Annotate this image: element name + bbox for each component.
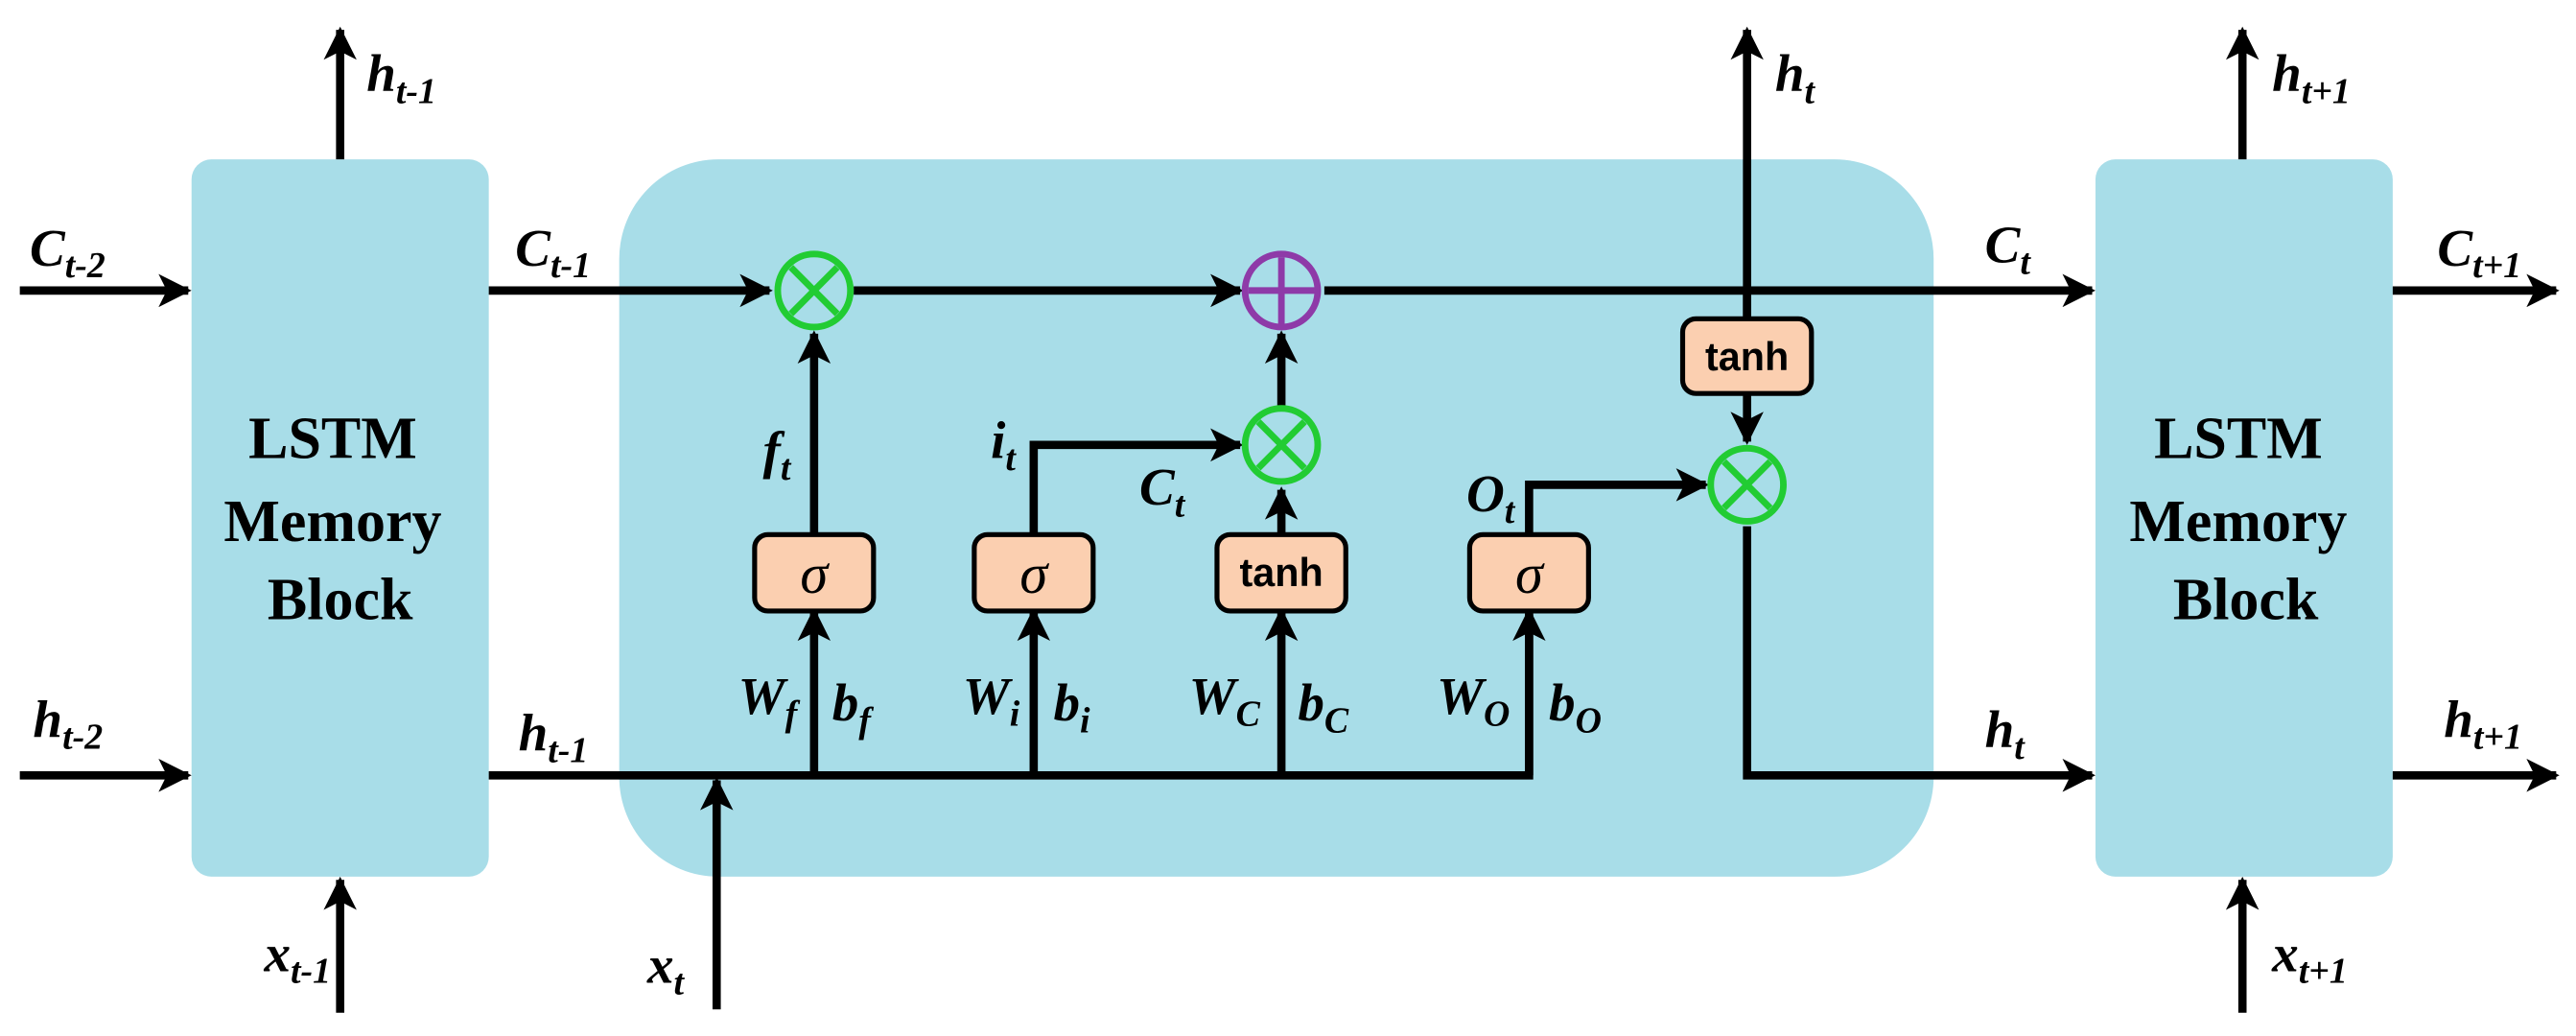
label-c-t-candidate: Ct (1139, 458, 1186, 525)
label-x-t-minus-1: xt-1 (263, 924, 331, 991)
svg-text:σ: σ (1019, 543, 1049, 605)
label-c-t-minus-2: Ct-2 (30, 219, 105, 286)
label-f-t: ft (762, 421, 791, 488)
svg-text:tanh: tanh (1705, 334, 1789, 379)
left-lstm-block (191, 159, 489, 877)
input-multiply-node (1241, 405, 1322, 485)
label-h-t-plus-1-top: ht+1 (2272, 44, 2351, 111)
label-h-t-out: ht (1985, 700, 2026, 767)
candidate-tanh-gate: tanh (1214, 531, 1348, 614)
label-b-c: bC (1298, 673, 1348, 741)
input-sigma-gate: σ (972, 531, 1096, 614)
label-h-t-plus-1: ht+1 (2444, 690, 2522, 757)
cell-add-node (1241, 250, 1322, 331)
left-block-title: LSTM Memory Block (223, 407, 457, 633)
svg-text:σ: σ (1515, 543, 1545, 605)
label-w-c: WC (1189, 667, 1261, 734)
right-lstm-block (2095, 159, 2393, 877)
label-b-i: bi (1054, 673, 1091, 741)
label-w-o: WO (1437, 667, 1510, 734)
label-h-t-minus-2: ht-2 (33, 690, 103, 757)
right-block-title: LSTM Memory Block (2129, 407, 2362, 633)
wire-i-t (1029, 428, 1244, 535)
wire-o-t (1525, 468, 1710, 535)
output-sigma-gate: σ (1466, 531, 1591, 614)
svg-text:tanh: tanh (1240, 550, 1323, 595)
label-c-t-plus-1: Ct+1 (2437, 219, 2521, 286)
cell-tanh-gate: tanh (1679, 316, 1815, 396)
label-h-t-top: ht (1775, 44, 1816, 111)
label-w-i: Wi (963, 667, 1020, 734)
label-h-t-minus-1-top: ht-1 (366, 44, 436, 111)
label-h-t-minus-1: ht-1 (519, 703, 589, 770)
label-x-t: xt (646, 935, 686, 1002)
label-c-t-out: Ct (1985, 215, 2032, 282)
label-b-o: bO (1549, 673, 1602, 741)
label-b-f: bf (832, 673, 875, 741)
svg-text:σ: σ (800, 543, 830, 605)
forget-sigma-gate: σ (752, 531, 877, 614)
label-x-t-plus-1: xt+1 (2271, 924, 2348, 991)
label-i-t: it (991, 412, 1017, 479)
label-o-t: Ot (1466, 464, 1516, 531)
label-w-f: Wf (738, 667, 801, 734)
wire-h-t-out (1743, 526, 2096, 792)
output-multiply-node (1707, 444, 1787, 525)
label-c-t-minus-1: Ct-1 (515, 219, 591, 286)
forget-multiply-node (774, 250, 855, 331)
